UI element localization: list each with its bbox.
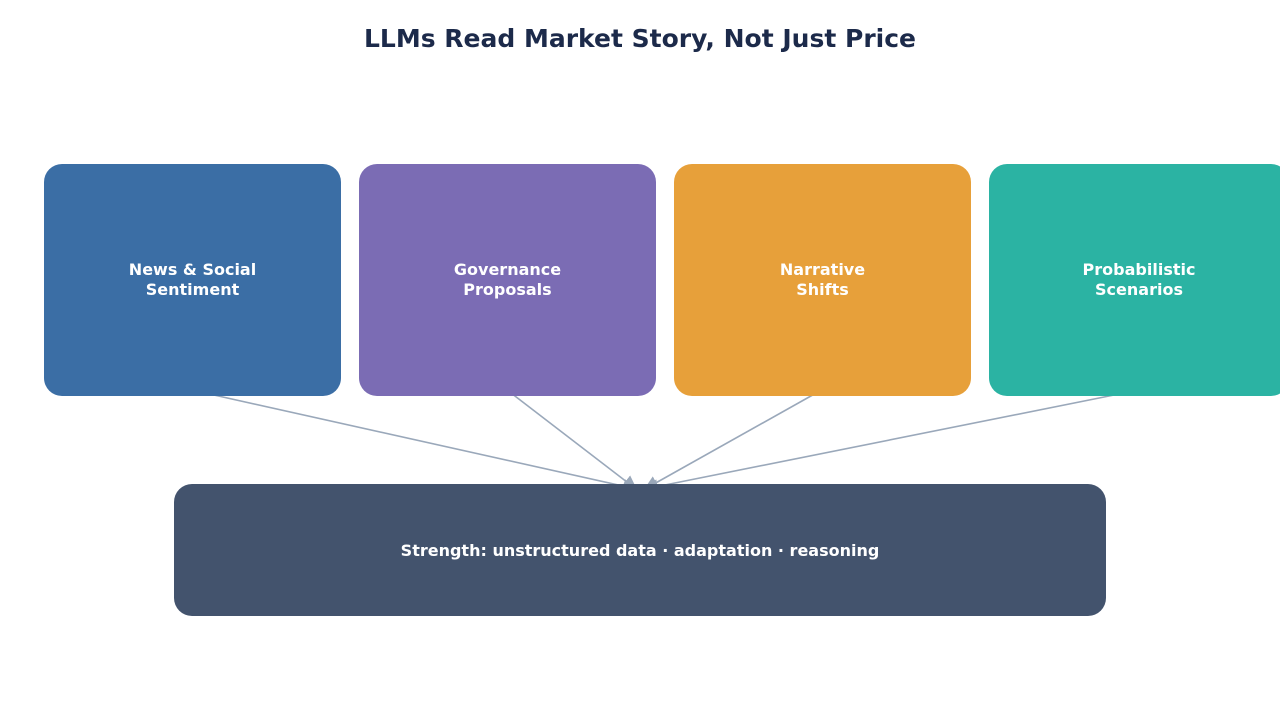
connector-arrow-governance: [510, 392, 638, 490]
input-box-label: Probabilistic Scenarios: [1082, 260, 1196, 299]
summary-label: Strength: unstructured data · adaptation…: [400, 540, 880, 560]
connector-arrow-sentiment: [195, 390, 638, 494]
input-box-label: News & Social Sentiment: [128, 260, 257, 299]
connector-arrow-scenarios: [643, 390, 1135, 494]
diagram-title: LLMs Read Market Story, Not Just Price: [363, 24, 917, 53]
input-box-governance-proposals: Governance Proposals: [359, 164, 656, 396]
input-box-news-sentiment: News & Social Sentiment: [44, 164, 341, 396]
summary-box: Strength: unstructured data · adaptation…: [174, 484, 1106, 616]
input-box-label: Governance Proposals: [453, 260, 562, 299]
input-box-probabilistic-scenarios: Probabilistic Scenarios: [989, 164, 1280, 396]
connector-arrow-narrative: [643, 391, 819, 490]
input-box-narrative-shifts: Narrative Shifts: [674, 164, 971, 396]
input-box-label: Narrative Shifts: [779, 260, 866, 299]
